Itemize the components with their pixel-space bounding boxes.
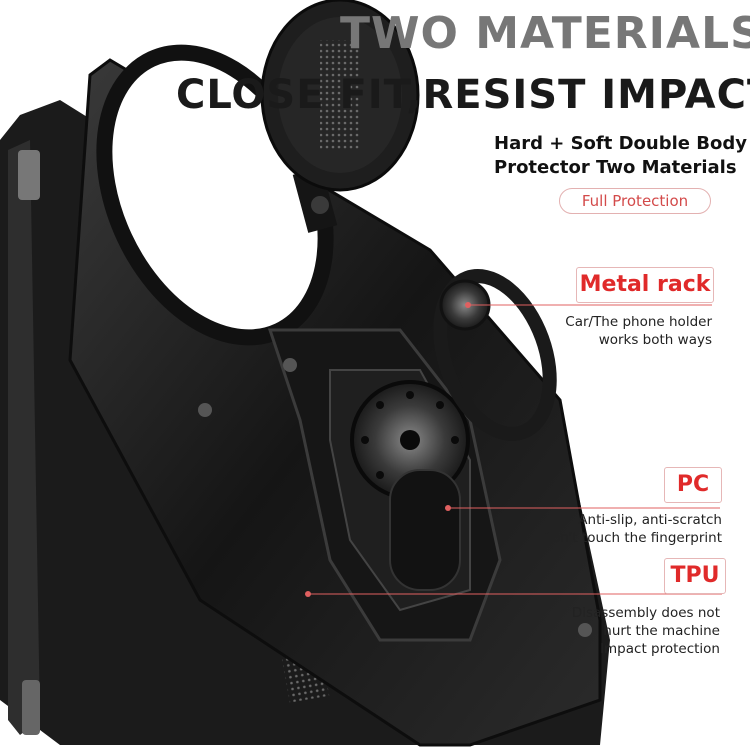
feature-desc-line: Anti-slip, anti-scratch xyxy=(578,512,722,528)
corner-bumper xyxy=(18,150,40,200)
camera-slide-cover xyxy=(260,0,420,233)
full-protection-badge: Full Protection xyxy=(559,188,711,214)
headline-line1: TWO MATERIALS, xyxy=(340,8,750,59)
feature-desc-metal-rack: Car/The phone holder works both ways xyxy=(565,313,712,349)
headline-line2: CLOSE FIT,RESIST IMPACT xyxy=(176,72,750,118)
feature-title-tpu: TPU xyxy=(664,558,726,594)
subtitle-line1: Hard + Soft Double Body xyxy=(494,133,747,154)
feature-desc-line: Impact protection xyxy=(600,641,720,657)
feature-desc-line: Disassembly does not xyxy=(571,605,720,621)
feature-desc-line: Car/The phone holder xyxy=(565,314,712,330)
feature-desc-tpu: Disassembly does not hurt the machine Im… xyxy=(572,604,720,658)
feature-title-metal-rack: Metal rack xyxy=(576,267,714,303)
callout-lines xyxy=(308,304,722,595)
feature-desc-line: works both ways xyxy=(598,332,712,348)
subtitle-line2: Protector Two Materials xyxy=(494,157,737,178)
feature-desc-line: hurt the machine xyxy=(603,623,720,639)
feature-desc-line: Don't touch the fingerprint xyxy=(541,530,722,546)
feature-desc-pc: Anti-slip, anti-scratch Don't touch the … xyxy=(541,511,722,547)
feature-title-pc: PC xyxy=(664,467,722,503)
